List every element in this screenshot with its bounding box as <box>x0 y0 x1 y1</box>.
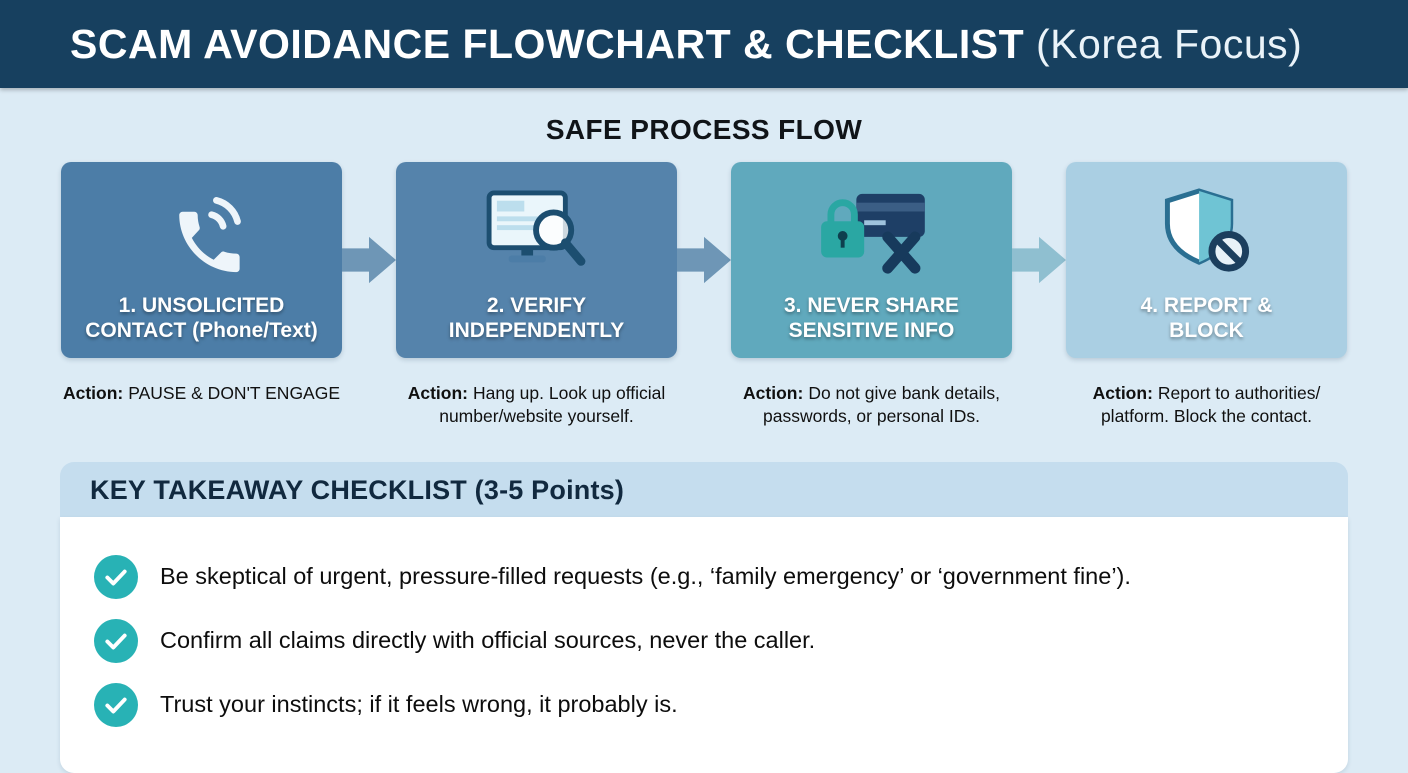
flow-step-label: 4. REPORT & BLOCK <box>1140 294 1273 343</box>
shield-block-icon <box>1066 162 1347 294</box>
key-takeaway-checklist: KEY TAKEAWAY CHECKLIST (3-5 Points) Be s… <box>60 461 1348 773</box>
monitor-magnifier-icon <box>396 162 677 294</box>
header-banner: SCAM AVOIDANCE FLOWCHART & CHECKLIST (Ko… <box>0 0 1408 88</box>
action-label: Action: <box>62 383 124 403</box>
action-label: Action: <box>743 383 804 403</box>
checklist-item-text: Confirm all claims directly with officia… <box>160 627 816 653</box>
checklist-body: Be skeptical of urgent, pressure-filled … <box>60 516 1348 773</box>
flow-step-label: 1. UNSOLICITED CONTACT (Phone/Text) <box>85 294 318 343</box>
arrow-right-icon <box>342 229 396 291</box>
checklist-item: Be skeptical of urgent, pressure-filled … <box>94 554 1314 599</box>
checklist-title: KEY TAKEAWAY CHECKLIST (3-5 Points) <box>90 474 625 505</box>
checkmark-icon <box>94 682 138 727</box>
action-text: Do not give bank details, passwords, or … <box>763 383 1000 426</box>
page-title: SCAM AVOIDANCE FLOWCHART & CHECKLIST (Ko… <box>70 21 1302 68</box>
checklist-item: Confirm all claims directly with officia… <box>94 618 1314 663</box>
page-title-suffix: (Korea Focus) <box>1024 20 1303 67</box>
action-note-1: Action:PAUSE & DON'T ENGAGE <box>61 382 342 405</box>
lock-card-x-icon <box>731 162 1012 294</box>
action-note-2: Action:Hang up. Look up official number/… <box>396 382 677 428</box>
arrow-right-icon <box>1012 229 1066 291</box>
flow-row: 1. UNSOLICITED CONTACT (Phone/Text) <box>61 162 1347 358</box>
arrow-right-icon <box>677 229 731 291</box>
flow-section: SAFE PROCESS FLOW 1. UNSOLICITED CONTACT… <box>0 114 1408 428</box>
action-label: Action: <box>1092 383 1153 403</box>
action-text: Hang up. Look up official number/website… <box>439 383 666 426</box>
action-text: PAUSE & DON'T ENGAGE <box>128 383 341 403</box>
flow-step-report-block: 4. REPORT & BLOCK <box>1066 162 1347 358</box>
action-note-4: Action:Report to authorities/ platform. … <box>1066 382 1347 428</box>
checkmark-icon <box>94 618 138 663</box>
flow-step-never-share-info: 3. NEVER SHARE SENSITIVE INFO <box>731 162 1012 358</box>
flow-step-verify-independently: 2. VERIFY INDEPENDENTLY <box>396 162 677 358</box>
checklist-item-text: Trust your instincts; if it feels wrong,… <box>160 691 678 717</box>
page-title-main: SCAM AVOIDANCE FLOWCHART & CHECKLIST <box>70 20 1025 67</box>
action-label: Action: <box>407 383 468 403</box>
phone-icon <box>61 162 342 294</box>
action-note-3: Action:Do not give bank details, passwor… <box>731 382 1012 428</box>
checkmark-icon <box>94 554 138 599</box>
action-row: Action:PAUSE & DON'T ENGAGE Action:Hang … <box>61 382 1347 428</box>
flow-step-unsolicited-contact: 1. UNSOLICITED CONTACT (Phone/Text) <box>61 162 342 358</box>
action-text: Report to authorities/ platform. Block t… <box>1100 383 1321 426</box>
flow-step-label: 2. VERIFY INDEPENDENTLY <box>448 294 625 343</box>
checklist-item-text: Be skeptical of urgent, pressure-filled … <box>160 563 1131 589</box>
checklist-item: Trust your instincts; if it feels wrong,… <box>94 682 1314 727</box>
checklist-header: KEY TAKEAWAY CHECKLIST (3-5 Points) <box>60 461 1348 517</box>
flow-section-title: SAFE PROCESS FLOW <box>545 114 863 145</box>
flow-step-label: 3. NEVER SHARE SENSITIVE INFO <box>783 294 960 343</box>
